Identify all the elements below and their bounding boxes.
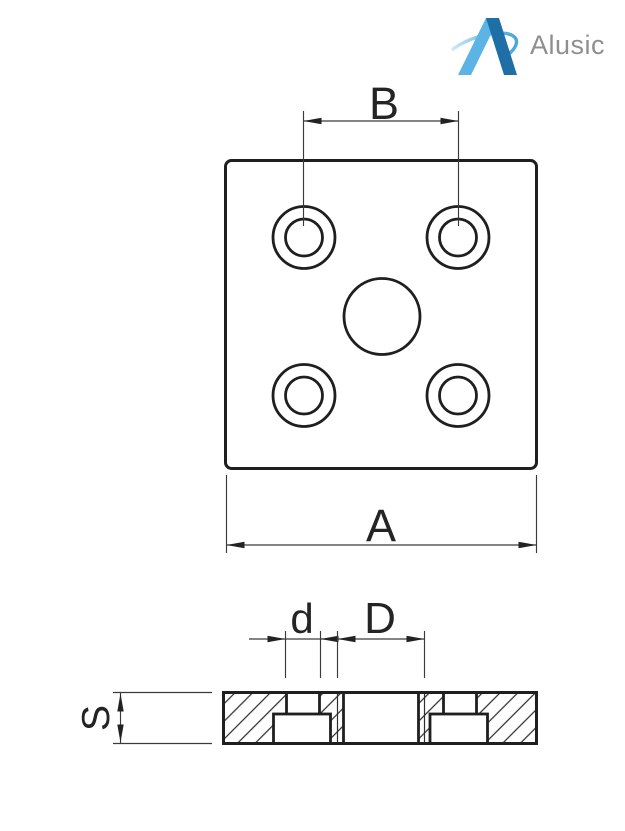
dimension-plate-thickness: S (75, 691, 212, 745)
logo-brand-text: Alusic (530, 29, 606, 60)
dim-label-plate-width: A (366, 500, 396, 551)
top-view (224, 159, 538, 470)
dimension-hole-spacing: B (302, 78, 460, 226)
plate-outline (224, 159, 538, 470)
corner-hole-bottom-right (425, 363, 491, 428)
corner-hole-bottom-left (271, 363, 337, 428)
logo-mark-icon (451, 18, 519, 75)
dim-label-plate-thickness: S (75, 705, 118, 731)
dim-label-corner-hole: d (290, 595, 313, 642)
logo-a-left-stroke (458, 18, 499, 75)
right-pocket-void (430, 714, 488, 744)
right-bore-void (443, 692, 477, 714)
dim-label-center-hole: D (364, 594, 396, 643)
left-bore-void (286, 692, 320, 714)
center-hole-void (343, 692, 419, 744)
section-view (222, 691, 538, 745)
section-outline (222, 691, 538, 745)
left-pocket-void (273, 714, 331, 744)
logo-swoosh (451, 31, 519, 59)
logo-a-right-stroke (486, 18, 517, 75)
dim-label-hole-spacing: B (369, 78, 399, 129)
center-hole (342, 277, 422, 356)
dimension-corner-hole: d (249, 595, 339, 678)
dimension-center-hole: D (336, 594, 426, 678)
brand-logo: Alusic (450, 10, 605, 80)
dimension-plate-width: A (225, 475, 538, 553)
